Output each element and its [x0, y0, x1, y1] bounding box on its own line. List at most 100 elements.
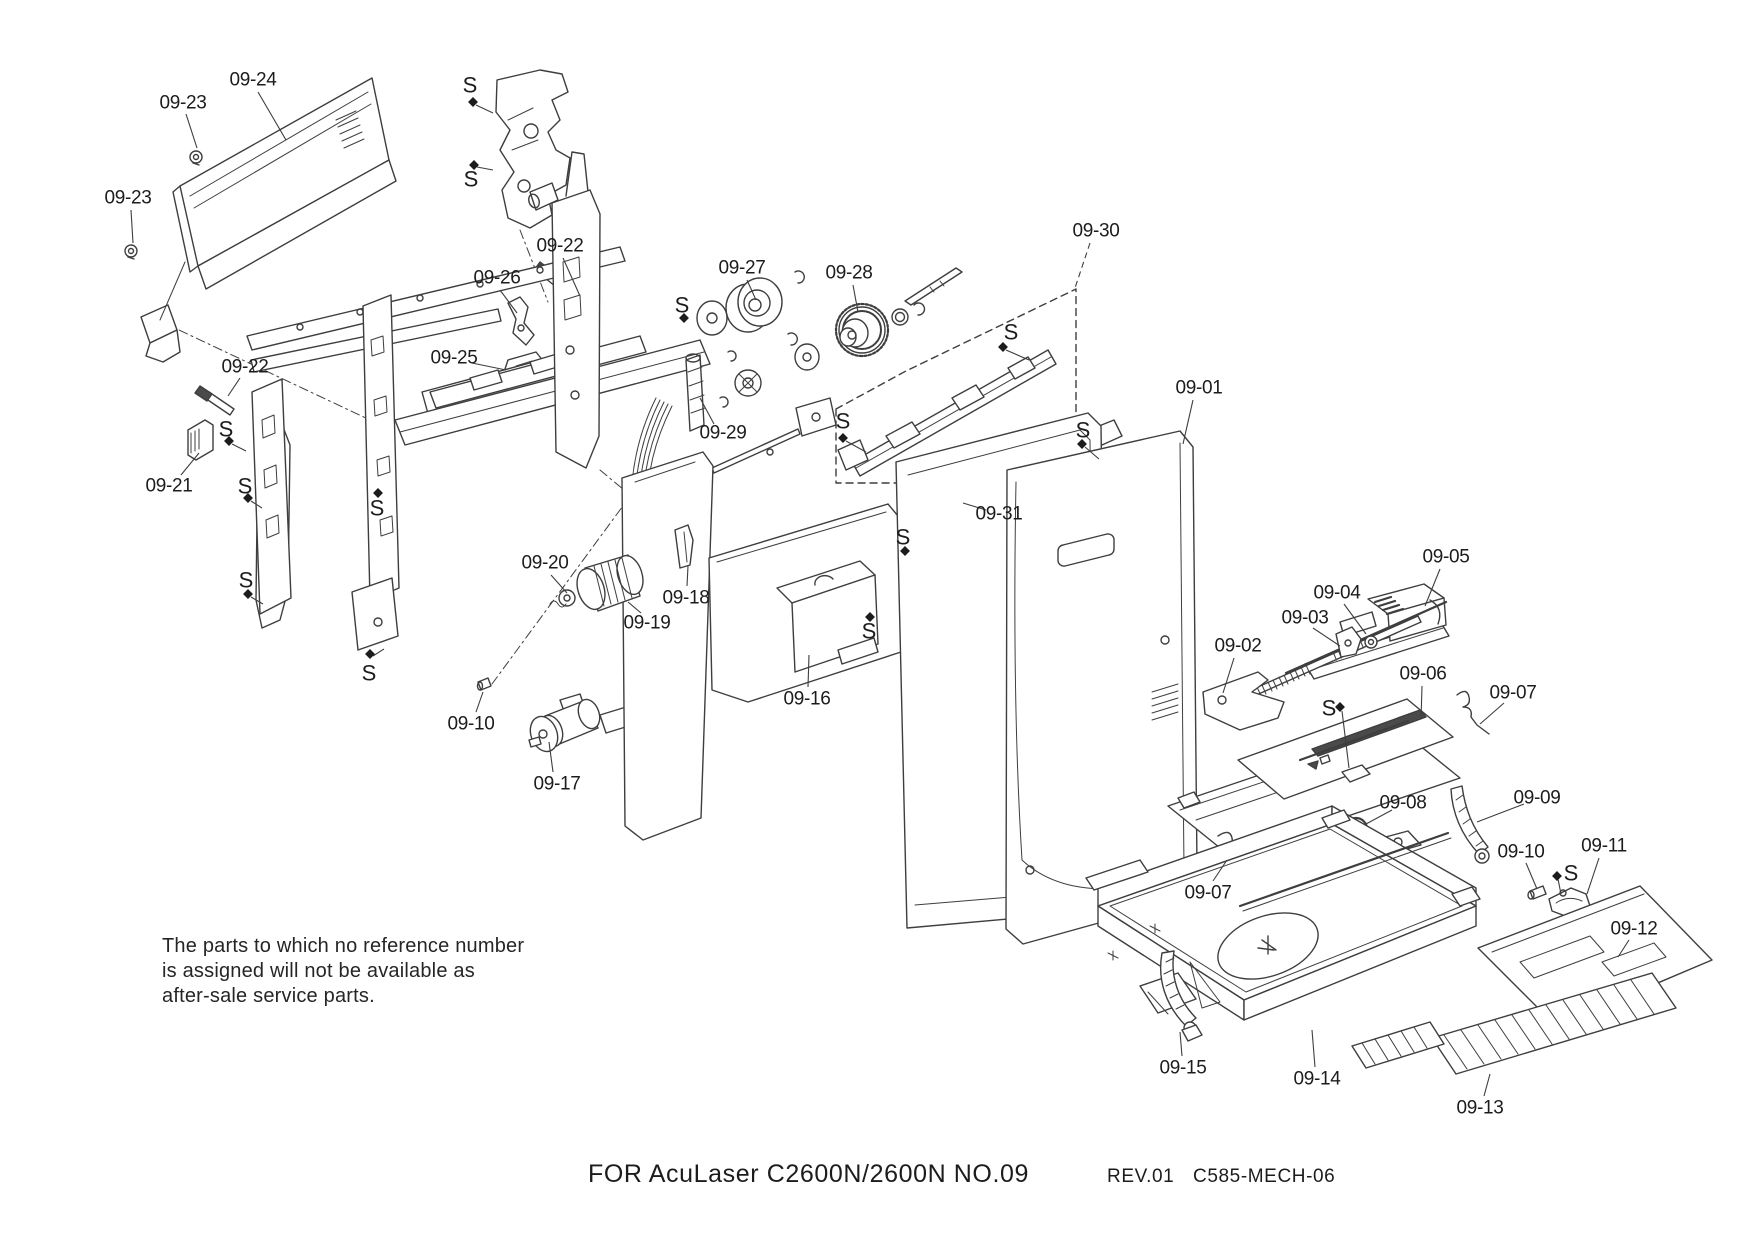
part-label-09-07-b: 09-07: [1184, 883, 1231, 904]
note-line-1: The parts to which no reference number: [162, 935, 524, 957]
footer-title-block: FOR AcuLaser C2600N/2600N NO.09 REV.01 C…: [588, 1160, 1335, 1188]
part-09-18-guide-shape-159: [674, 524, 694, 569]
leader-line-09-27: [746, 279, 757, 301]
part-label-09-01: 09-01: [1175, 378, 1222, 399]
part-09-22-pin-left: [194, 385, 235, 416]
part-label-09-26: 09-26: [473, 268, 520, 289]
part-09-24-rear-panel-shape-12: [172, 185, 199, 273]
leader-line-09-10-a: [475, 691, 484, 713]
part-09-30-dashed-assembly-shape-124: [837, 439, 869, 471]
part-label-09-31: 09-31: [975, 504, 1022, 525]
part-09-09-lever-shape-212: [1455, 794, 1484, 847]
part-09-17-clutch-group-shape-166: [538, 729, 548, 739]
part-label-09-02: 09-02: [1214, 636, 1261, 657]
construction-lines-shape-2: [161, 321, 371, 421]
part-09-01-front-cover-shape-147: [1151, 683, 1179, 721]
part-09-17-clutch-group-shape-168: [477, 677, 492, 691]
part-09-23-screws-shape-17: [189, 150, 203, 164]
part-09-29-spring-gears-shape-108: [685, 353, 701, 363]
leader-line-09-16: [807, 654, 810, 688]
part-label-09-13: 09-13: [1456, 1098, 1503, 1119]
footer-revision: REV.01: [1107, 1166, 1174, 1187]
part-09-16-cover-group-shape-131: [634, 461, 696, 483]
screw-marker-s-4: S: [1004, 320, 1019, 345]
part-09-14-tray-shape-235: [1321, 809, 1351, 829]
leader-line-09-11: [1586, 857, 1600, 895]
part-09-16-cover-group-shape-130: [621, 451, 714, 841]
screw-marker-s-11: S: [362, 661, 377, 686]
part-09-09-lever-shape-213: [1474, 848, 1490, 864]
part-09-22-pin-left-shape-44: [194, 385, 213, 402]
leader-line-s-14: [1341, 710, 1350, 769]
part-09-13-rib-strip-shape-251: [1351, 1021, 1445, 1069]
construction-lines-shape-4: [491, 479, 643, 685]
chassis-frame-shape-61: [362, 294, 400, 601]
part-09-06-slide-plate-shape-197: [1177, 791, 1201, 809]
screw-diamond-icon-s-4: [998, 342, 1008, 352]
screw-marker-s-5: S: [836, 409, 851, 434]
part-label-09-12: 09-12: [1610, 919, 1657, 940]
chassis-frame-shape-59: [251, 378, 292, 615]
part-label-09-05: 09-05: [1422, 547, 1469, 568]
part-right-slide-group-shape-180: [1284, 600, 1448, 675]
part-tall-plate: [551, 151, 601, 469]
footer-title: FOR AcuLaser C2600N/2600N NO.09: [588, 1160, 1029, 1188]
screw-diamond-icon-s-14: [1335, 702, 1345, 712]
part-09-14-tray-shape-226: [1243, 905, 1477, 1021]
screw-marker-s-14: S: [1322, 696, 1337, 721]
leader-line-09-08: [1365, 809, 1393, 825]
part-09-12-cover-shape-245: [1491, 893, 1645, 953]
part-label-09-22-b: 09-22: [221, 357, 268, 378]
part-09-14-tray-shape-234: [1242, 837, 1452, 912]
part-tall-plate-shape-81: [562, 256, 582, 321]
part-09-14-tray: [1085, 805, 1481, 1021]
leader-line-09-02: [1222, 657, 1235, 694]
leader-line-s-11: [372, 648, 385, 657]
leader-line-09-05: [1424, 568, 1441, 607]
leader-line-s-15: [1557, 878, 1562, 895]
part-09-29-spring-gears-shape-113: [719, 396, 729, 408]
part-09-28-clutch-gear-group-shape-104: [904, 267, 963, 306]
screw-marker-s-1: S: [463, 73, 478, 98]
part-09-06-slide-plate-shape-195: [1319, 754, 1331, 765]
part-09-17-clutch-group: [476, 677, 601, 753]
part-right-slide-group-shape-179: [1256, 664, 1311, 697]
part-label-09-28: 09-28: [825, 263, 872, 284]
part-09-27-pulley-group: [696, 270, 820, 371]
part-09-16-cover-group-shape-137: [837, 637, 879, 665]
part-tall-plate-shape-79: [565, 151, 589, 197]
leader-line-09-20: [550, 574, 568, 594]
screw-diamond-icon-s-3: [679, 313, 689, 323]
screw-diamond-icon-s-6: [1077, 439, 1087, 449]
screw-marker-s-12: S: [896, 525, 911, 550]
part-right-slide-group-shape-186: [1202, 671, 1285, 731]
part-label-09-30: 09-30: [1072, 221, 1119, 242]
screw-marker-s-13: S: [862, 619, 877, 644]
part-label-09-24: 09-24: [229, 70, 277, 91]
leader-line-s-2: [476, 166, 494, 171]
part-09-23-screws-shape-22: [127, 256, 135, 260]
chassis-frame-shape-60: [261, 414, 280, 539]
leader-line-09-07-a: [1479, 702, 1505, 725]
part-09-29-spring-gears-shape-107: [685, 354, 705, 432]
part-09-23-screws: [124, 150, 203, 260]
part-09-12-cover-shape-246: [1519, 935, 1605, 979]
part-09-23-screws-shape-20: [124, 244, 138, 258]
part-label-09-06: 09-06: [1399, 664, 1446, 685]
part-top-bracket-group-shape-26: [517, 179, 531, 193]
leader-line-09-09: [1476, 803, 1525, 823]
part-09-24-rear-panel-shape-10: [193, 103, 372, 209]
part-label-09-27: 09-27: [718, 258, 765, 279]
part-09-16-cover-group-shape-136: [814, 574, 834, 586]
chassis-frame-shape-65: [399, 351, 705, 433]
part-09-15-lever-shape-242: [1181, 1024, 1203, 1042]
leader-line-s-1: [475, 104, 494, 114]
part-09-14-tray-shape-232: [1147, 961, 1221, 1015]
part-09-19-roller-group-shape-157: [549, 600, 567, 608]
part-09-24-rear-panel-shape-9: [189, 91, 369, 197]
part-top-bracket-group-shape-28: [529, 182, 559, 211]
leader-line-s-5: [845, 440, 867, 453]
service-note: The parts to which no reference number i…: [162, 935, 524, 1007]
screw-diamond-icon-s-2: [469, 160, 479, 170]
